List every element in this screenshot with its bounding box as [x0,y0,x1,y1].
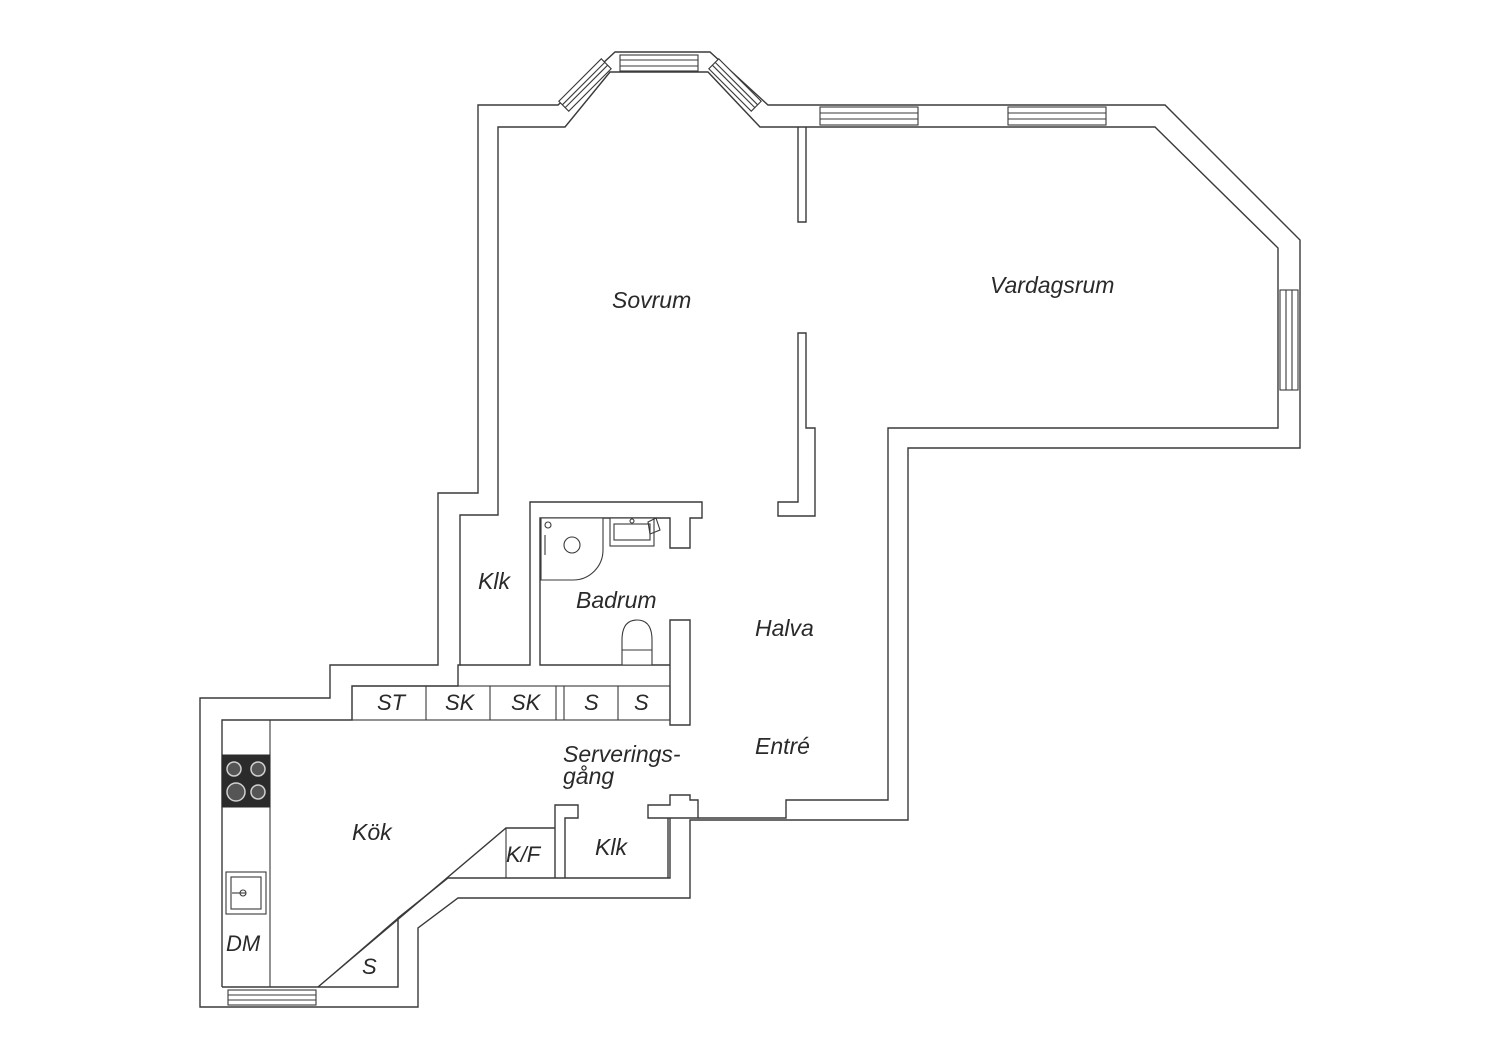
tap-icon [647,517,661,535]
inner-wall [222,794,699,988]
room-label-serverings-line2: gång [563,763,614,789]
room-label-badrum: Badrum [576,587,657,613]
room-label-vardagsrum: Vardagsrum [990,272,1114,298]
shower-icon [540,517,604,581]
toilet-icon [621,619,653,666]
outer-wall [199,51,1301,1008]
storage-label: SK [511,690,542,715]
window [227,989,317,1006]
window [1007,106,1107,126]
room-label-klk-upper: Klk [478,568,511,594]
window [708,58,762,112]
room-label-serverings-line1: Serverings- [563,741,681,767]
room-label-kok: Kök [352,819,393,845]
room-label-halva: Halva [755,615,814,641]
serverings-wall-stub [669,619,691,726]
storage-label: SK [445,690,476,715]
kf-closet [505,828,555,879]
room-label-kf: K/F [506,842,542,867]
s-cupboard-diagonal [317,917,399,988]
room-label-s-corner: S [362,954,377,979]
klk-closet-upper [460,501,703,666]
stove-icon [221,754,271,808]
room-label-sovrum: Sovrum [612,287,691,313]
storage-label: ST [377,690,407,715]
inner-wall-main [221,71,1279,987]
room-label-entre: Entré [755,733,810,759]
window [558,58,612,112]
storage-label: S [634,690,649,715]
window [819,106,919,126]
partition-wall-bottom [777,332,816,517]
window [1279,289,1299,391]
storage-label: S [584,690,599,715]
room-label-dm: DM [226,931,261,956]
partition-wall-top [797,127,807,223]
room-label-klk-lower: Klk [595,834,628,860]
window [619,54,699,72]
sink-icon [609,517,655,547]
kitchen-sink-icon [225,871,267,915]
